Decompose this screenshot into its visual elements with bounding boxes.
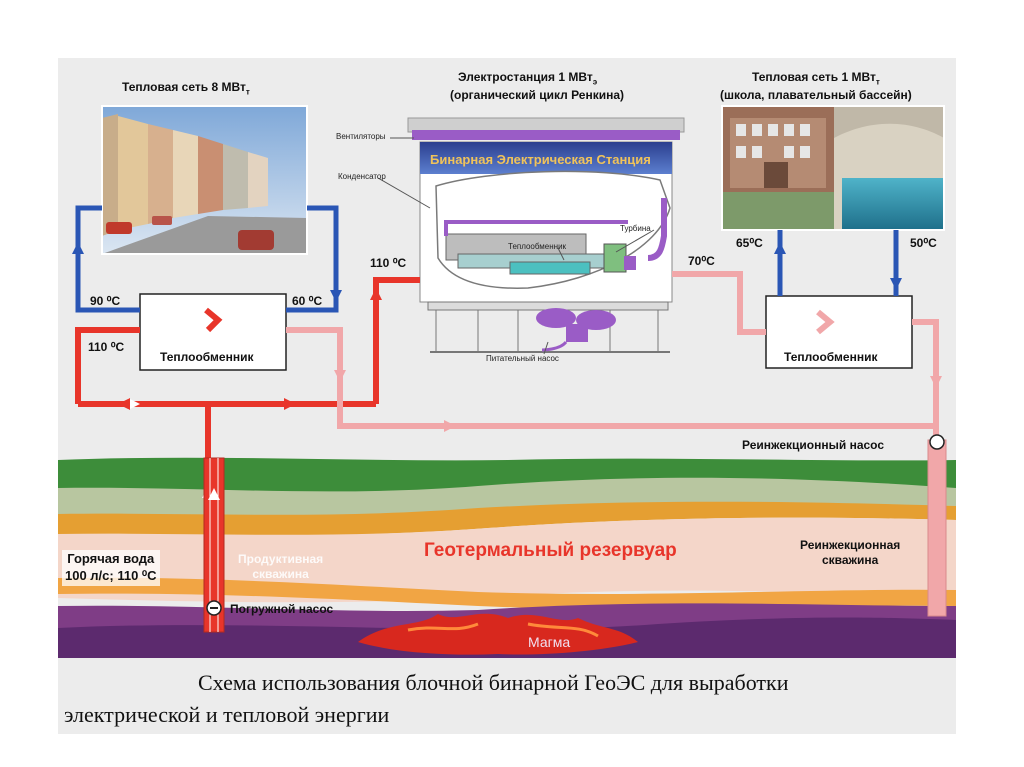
temp-110-mid: 110 ⁰С <box>370 256 407 270</box>
station-banner-text: Бинарная Электрическая Станция <box>430 152 651 167</box>
fans <box>412 130 680 140</box>
turbine-label: Турбина <box>620 224 651 233</box>
reservoir-layer <box>58 517 956 603</box>
reservoir-label: Геотермальный резервуар <box>424 540 677 561</box>
temp-90: 90 ⁰С <box>90 294 121 308</box>
feed-pump-label: Питательный насос <box>486 354 559 363</box>
diagram-panel: Тепловая сеть 8 МВтт Электростанция 1 МВ… <box>58 58 956 734</box>
production-well-label: Продуктивная скважина <box>238 552 324 581</box>
heat-exchanger-right-label: Теплообменник <box>784 350 878 364</box>
clay-layer <box>58 501 956 536</box>
condenser-label: Конденсатор <box>338 172 386 181</box>
production-well <box>203 457 225 633</box>
turbine-assembly <box>444 198 667 275</box>
fans-label: Вентиляторы <box>336 132 386 141</box>
station-banner <box>420 142 672 174</box>
magma-label: Магма <box>528 634 571 650</box>
caption-line-1: Схема использования блочной бинарной Гео… <box>198 670 789 695</box>
heating-loop-right <box>777 230 899 296</box>
temp-70: 70⁰С <box>688 254 715 268</box>
caption-line-2: электрической и тепловой энергии <box>64 702 390 727</box>
reinjection-well-label: Реинжекционная скважина <box>800 538 901 567</box>
magma-layer <box>358 613 638 655</box>
reinjection-well <box>927 439 947 617</box>
heat-exchanger-right-box <box>765 295 913 369</box>
power-plant <box>377 117 685 355</box>
heat-net-left-title: Тепловая сеть 8 МВтт <box>122 80 250 97</box>
street-photo <box>101 105 308 255</box>
geothermal-diagram <box>58 105 956 658</box>
heat-net-right-subtitle: (школа, плавательный бассейн) <box>720 88 912 102</box>
hot-water-label: Горячая вода 100 л/с; 110 ⁰С <box>62 550 160 586</box>
submersible-pump-label: Погружной насос <box>230 602 334 616</box>
heat-net-right-title: Тепловая сеть 1 МВтт <box>752 70 880 87</box>
support-frame <box>427 301 670 353</box>
power-plant-title: Электростанция 1 МВтэ <box>458 70 598 87</box>
feed-pump-unit <box>536 308 616 352</box>
plant-heat-exchanger-label: Теплообменник <box>508 242 567 251</box>
temp-50: 50⁰С <box>910 236 937 250</box>
ground-layers <box>58 457 956 658</box>
lower-sand-layer <box>58 577 956 610</box>
heat-exchanger-left-box <box>139 293 287 371</box>
temp-110-left: 110 ⁰С <box>88 340 125 354</box>
school-pool-photo <box>721 105 945 231</box>
temp-60: 60 ⁰С <box>292 294 323 308</box>
reinjection-pump-icon <box>929 434 945 450</box>
power-plant-subtitle: (органический цикл Ренкина) <box>450 88 624 102</box>
temp-65: 65⁰С <box>736 236 763 250</box>
topsoil-layer <box>58 477 956 516</box>
heat-exchanger-left-label: Теплообменник <box>160 350 254 364</box>
reinjection-pump-label: Реинжекционный насос <box>742 438 885 452</box>
